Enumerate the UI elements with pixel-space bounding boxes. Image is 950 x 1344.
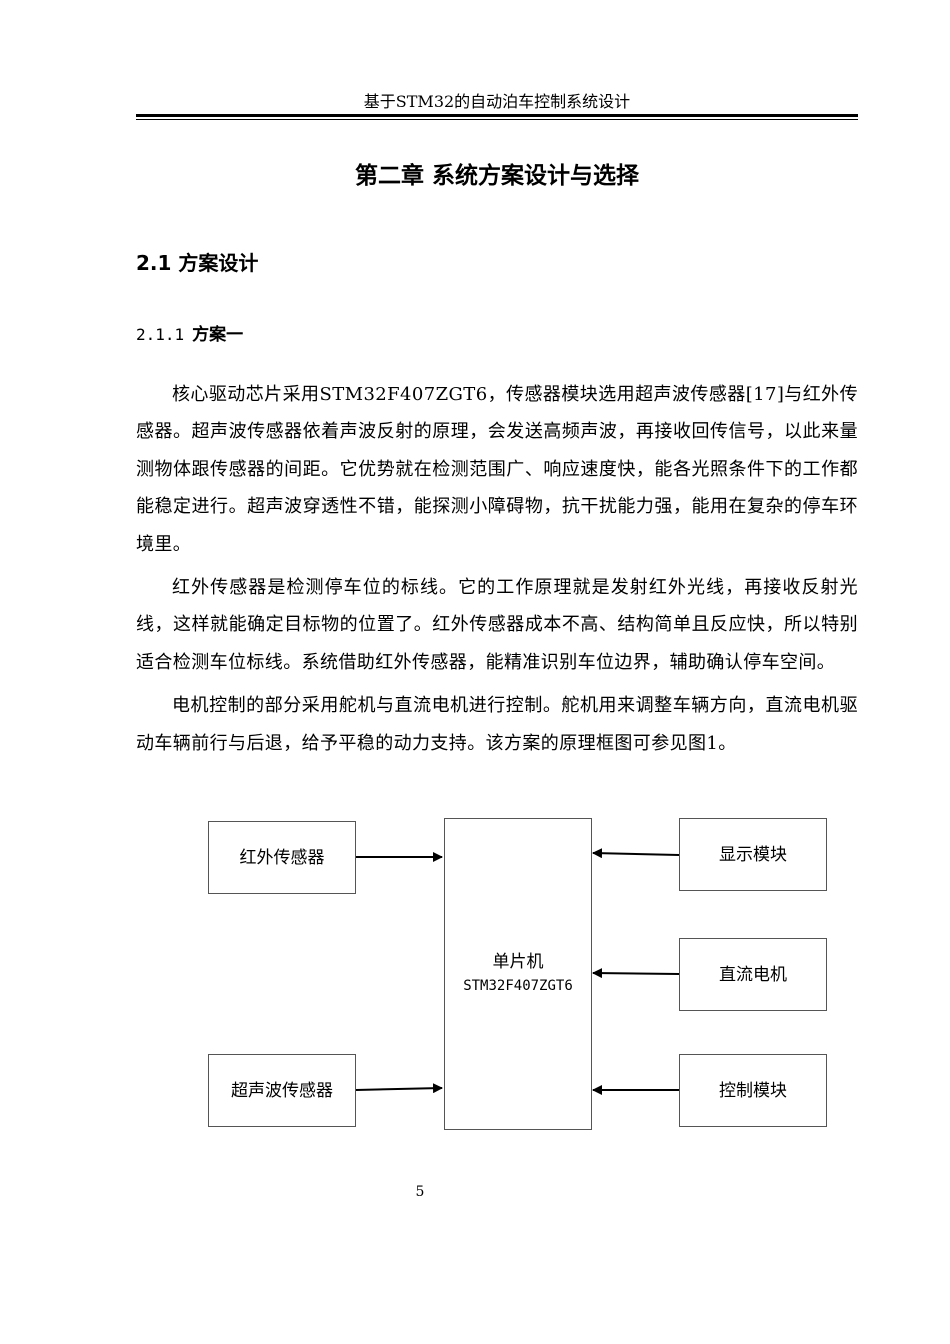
body-text: 核心驱动芯片采用STM32F407ZGT6，传感器模块选用超声波传感器[17]与… — [136, 376, 858, 768]
mcu-box: 单片机 STM32F407ZGT6 — [444, 818, 592, 1130]
running-header: 基于STM32的自动泊车控制系统设计 — [363, 92, 631, 111]
header-rule-thin — [136, 119, 858, 120]
header-rule-thick — [136, 114, 858, 117]
subsection-title: 2.1.1 方案一 — [136, 322, 243, 348]
page-number: 5 — [415, 1184, 425, 1200]
section-title: 2.1 方案设计 — [136, 251, 259, 275]
infrared-sensor-box: 红外传感器 — [208, 821, 356, 894]
paragraph: 核心驱动芯片采用STM32F407ZGT6，传感器模块选用超声波传感器[17]与… — [136, 384, 858, 555]
arrow-display-to-mcu — [592, 848, 680, 859]
subsection-label: 方案一 — [192, 325, 244, 345]
arrow-ultrasonic-to-mcu — [355, 1083, 443, 1094]
dc-motor-box: 直流电机 — [679, 938, 827, 1011]
display-module-box: 显示模块 — [679, 818, 827, 891]
mcu-label: 单片机 — [492, 952, 544, 972]
arrow-dcmotor-to-mcu — [592, 968, 680, 979]
mcu-model: STM32F407ZGT6 — [463, 978, 573, 994]
ultrasonic-sensor-box: 超声波传感器 — [208, 1054, 356, 1127]
subsection-number: 2.1.1 — [136, 325, 185, 344]
chapter-title: 第二章 系统方案设计与选择 — [354, 163, 639, 189]
control-module-box: 控制模块 — [679, 1054, 827, 1127]
paragraph: 电机控制的部分采用舵机与直流电机进行控制。舵机用来调整车辆方向，直流电机驱动车辆… — [136, 695, 858, 754]
paragraph: 红外传感器是检测停车位的标线。它的工作原理就是发射红外光线，再接收反射光线，这样… — [136, 577, 858, 673]
